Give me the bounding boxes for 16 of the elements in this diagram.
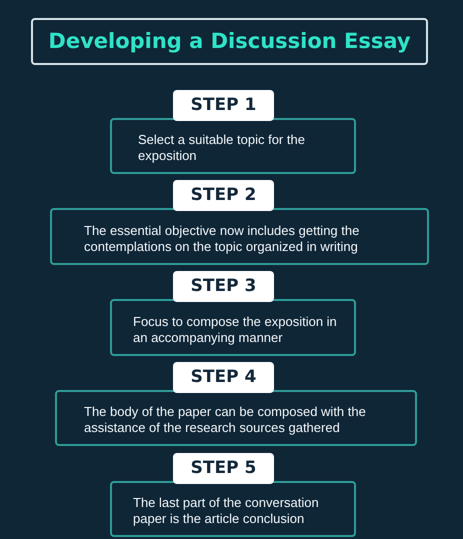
step-description: The last part of the conversation paper is the article conclusion <box>133 495 320 527</box>
step-tab: STEP 3 <box>173 271 274 302</box>
step-description: Focus to compose the exposition in an accompanying manner <box>133 314 338 346</box>
step-description: The body of the paper can be composed with the assistance of the research sources gathered <box>84 404 367 436</box>
step-box <box>110 118 356 174</box>
step-box <box>110 481 356 537</box>
step-tab: STEP 4 <box>173 362 274 393</box>
step-box <box>55 390 417 446</box>
step-box <box>110 299 356 356</box>
step-tab: STEP 2 <box>173 180 274 211</box>
step-box <box>50 208 429 265</box>
step-tab: STEP 5 <box>173 453 274 484</box>
step-description: The essential objective now includes getting the contemplations on the topic organized in writing <box>84 222 360 254</box>
step-description: Select a suitable topic for the exposition <box>138 132 306 164</box>
title: Developing a Discussion Essay <box>48 28 411 55</box>
step-tab: STEP 1 <box>173 90 274 121</box>
